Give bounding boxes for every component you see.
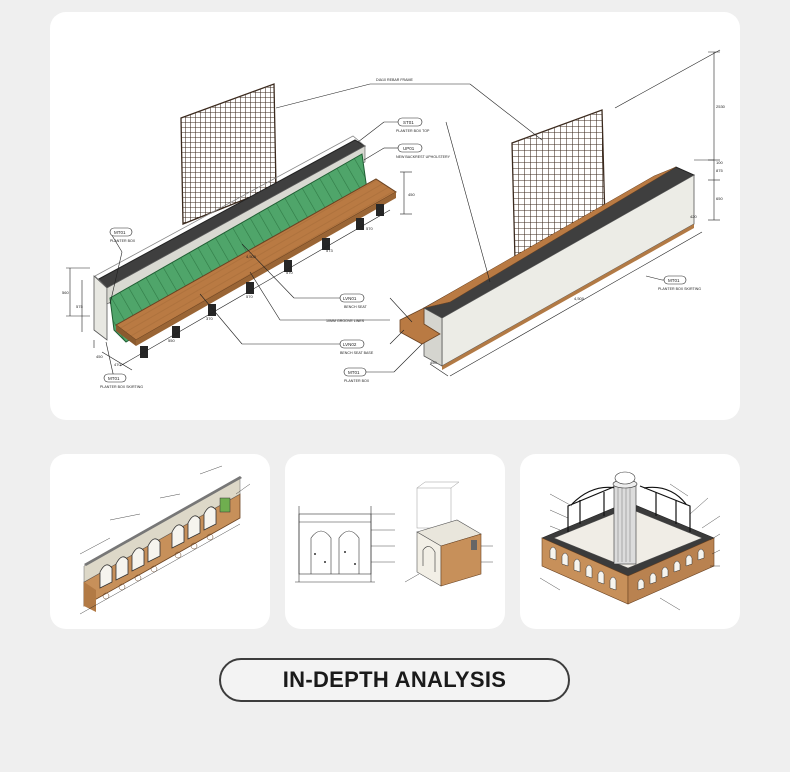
svg-text:420: 420 bbox=[690, 214, 697, 219]
svg-text:570: 570 bbox=[366, 226, 373, 231]
label-rebar-frame: DIA10 REBAR FRAME bbox=[376, 78, 414, 82]
svg-text:573: 573 bbox=[326, 248, 333, 253]
right-bench-seat bbox=[399, 166, 677, 345]
svg-text:PLANTER BOX SKIRTING: PLANTER BOX SKIRTING bbox=[658, 287, 701, 291]
svg-text:875: 875 bbox=[716, 168, 723, 173]
elevation-drawing bbox=[295, 481, 493, 587]
svg-text:PLANTER BOX SKIRTING: PLANTER BOX SKIRTING bbox=[100, 385, 143, 389]
svg-text:450: 450 bbox=[430, 360, 437, 365]
thumbnail-arched-facade[interactable] bbox=[50, 454, 270, 629]
svg-text:4,500: 4,500 bbox=[246, 254, 257, 259]
svg-text:BENCH SEAT: BENCH SEAT bbox=[344, 305, 368, 309]
svg-text:BENCH SEAT BASE: BENCH SEAT BASE bbox=[340, 351, 374, 355]
in-depth-analysis-label: IN-DEPTH ANALYSIS bbox=[282, 667, 507, 692]
svg-text:PLANTER BOX TOP: PLANTER BOX TOP bbox=[396, 129, 430, 133]
svg-text:470: 470 bbox=[114, 362, 121, 367]
svg-text:PLANTER BOX: PLANTER BOX bbox=[110, 239, 136, 243]
dimension-text-left: 560 575 450 4,500 450 470 550 370 570 57… bbox=[62, 192, 415, 367]
leader-lines bbox=[105, 83, 676, 379]
label-groove-lines: 10MM GROOVE LINES bbox=[326, 319, 365, 323]
svg-text:570: 570 bbox=[286, 270, 293, 275]
svg-text:450: 450 bbox=[96, 354, 103, 359]
tag-mt01-left: MT01 bbox=[114, 230, 126, 235]
svg-text:100: 100 bbox=[716, 160, 723, 165]
main-drawing-card: 560 575 450 4,500 450 470 550 370 570 57… bbox=[50, 12, 740, 420]
tag-mt01-skirt-left: MT01 bbox=[108, 376, 120, 381]
tag-up01: UP01 bbox=[403, 146, 415, 151]
svg-text:450: 450 bbox=[408, 192, 415, 197]
dimension-text-right: 2530 100 875 650 4,500 450 420 bbox=[430, 104, 726, 365]
svg-text:570: 570 bbox=[246, 294, 253, 299]
tag-lvn02: LVN02 bbox=[343, 342, 357, 347]
svg-text:NEW BACKREST UPHOLSTERY: NEW BACKREST UPHOLSTERY bbox=[396, 155, 451, 159]
svg-text:PLANTER BOX: PLANTER BOX bbox=[344, 379, 370, 383]
svg-text:370: 370 bbox=[206, 316, 213, 321]
isometric-bench-drawing: 560 575 450 4,500 450 470 550 370 570 57… bbox=[62, 49, 726, 389]
tag-st01: ST01 bbox=[403, 120, 414, 125]
svg-text:2530: 2530 bbox=[716, 104, 726, 109]
dimension-lines-right bbox=[429, 49, 721, 377]
square-planter-drawing bbox=[539, 471, 721, 611]
in-depth-analysis-button[interactable]: IN-DEPTH ANALYSIS bbox=[219, 658, 570, 702]
svg-text:650: 650 bbox=[716, 196, 723, 201]
thumbnail-elevation-drawing[interactable] bbox=[285, 454, 505, 629]
thumbnail-square-planter[interactable] bbox=[520, 454, 740, 629]
arched-facade-drawing bbox=[79, 465, 251, 615]
svg-text:560: 560 bbox=[62, 290, 69, 295]
dimension-lines-left bbox=[66, 171, 412, 371]
tag-mt01-bottom: MT01 bbox=[348, 370, 360, 375]
tag-mt01-right: MT01 bbox=[668, 278, 680, 283]
svg-text:575: 575 bbox=[76, 304, 83, 309]
svg-text:4,500: 4,500 bbox=[574, 296, 585, 301]
svg-text:550: 550 bbox=[168, 338, 175, 343]
annotations: DIA10 REBAR FRAME ST01 PLANTER BOX TOP U… bbox=[100, 78, 701, 389]
tag-lvn01: LVN01 bbox=[343, 296, 357, 301]
